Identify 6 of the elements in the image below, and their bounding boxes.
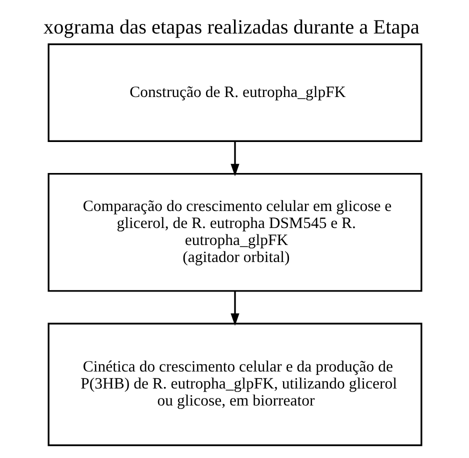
arrow — [230, 142, 239, 176]
node-box: Comparação do crescimento celular em glicose e glicerol, de R. eutropha DSM545 e R. eutropha_glpFK (agitador orbital) — [47, 172, 422, 292]
arrow — [230, 291, 239, 326]
diagram-title: xograma das etapas realizadas durante a Etapa — [43, 16, 419, 38]
node-box: Cinética do crescimento celular e da produção de P(3HB) de R. eutropha_glpFK, utilizando glicerol ou glicose, em biorreator — [47, 322, 422, 446]
node-box: Construção de R. eutropha_glpFK — [47, 43, 422, 142]
